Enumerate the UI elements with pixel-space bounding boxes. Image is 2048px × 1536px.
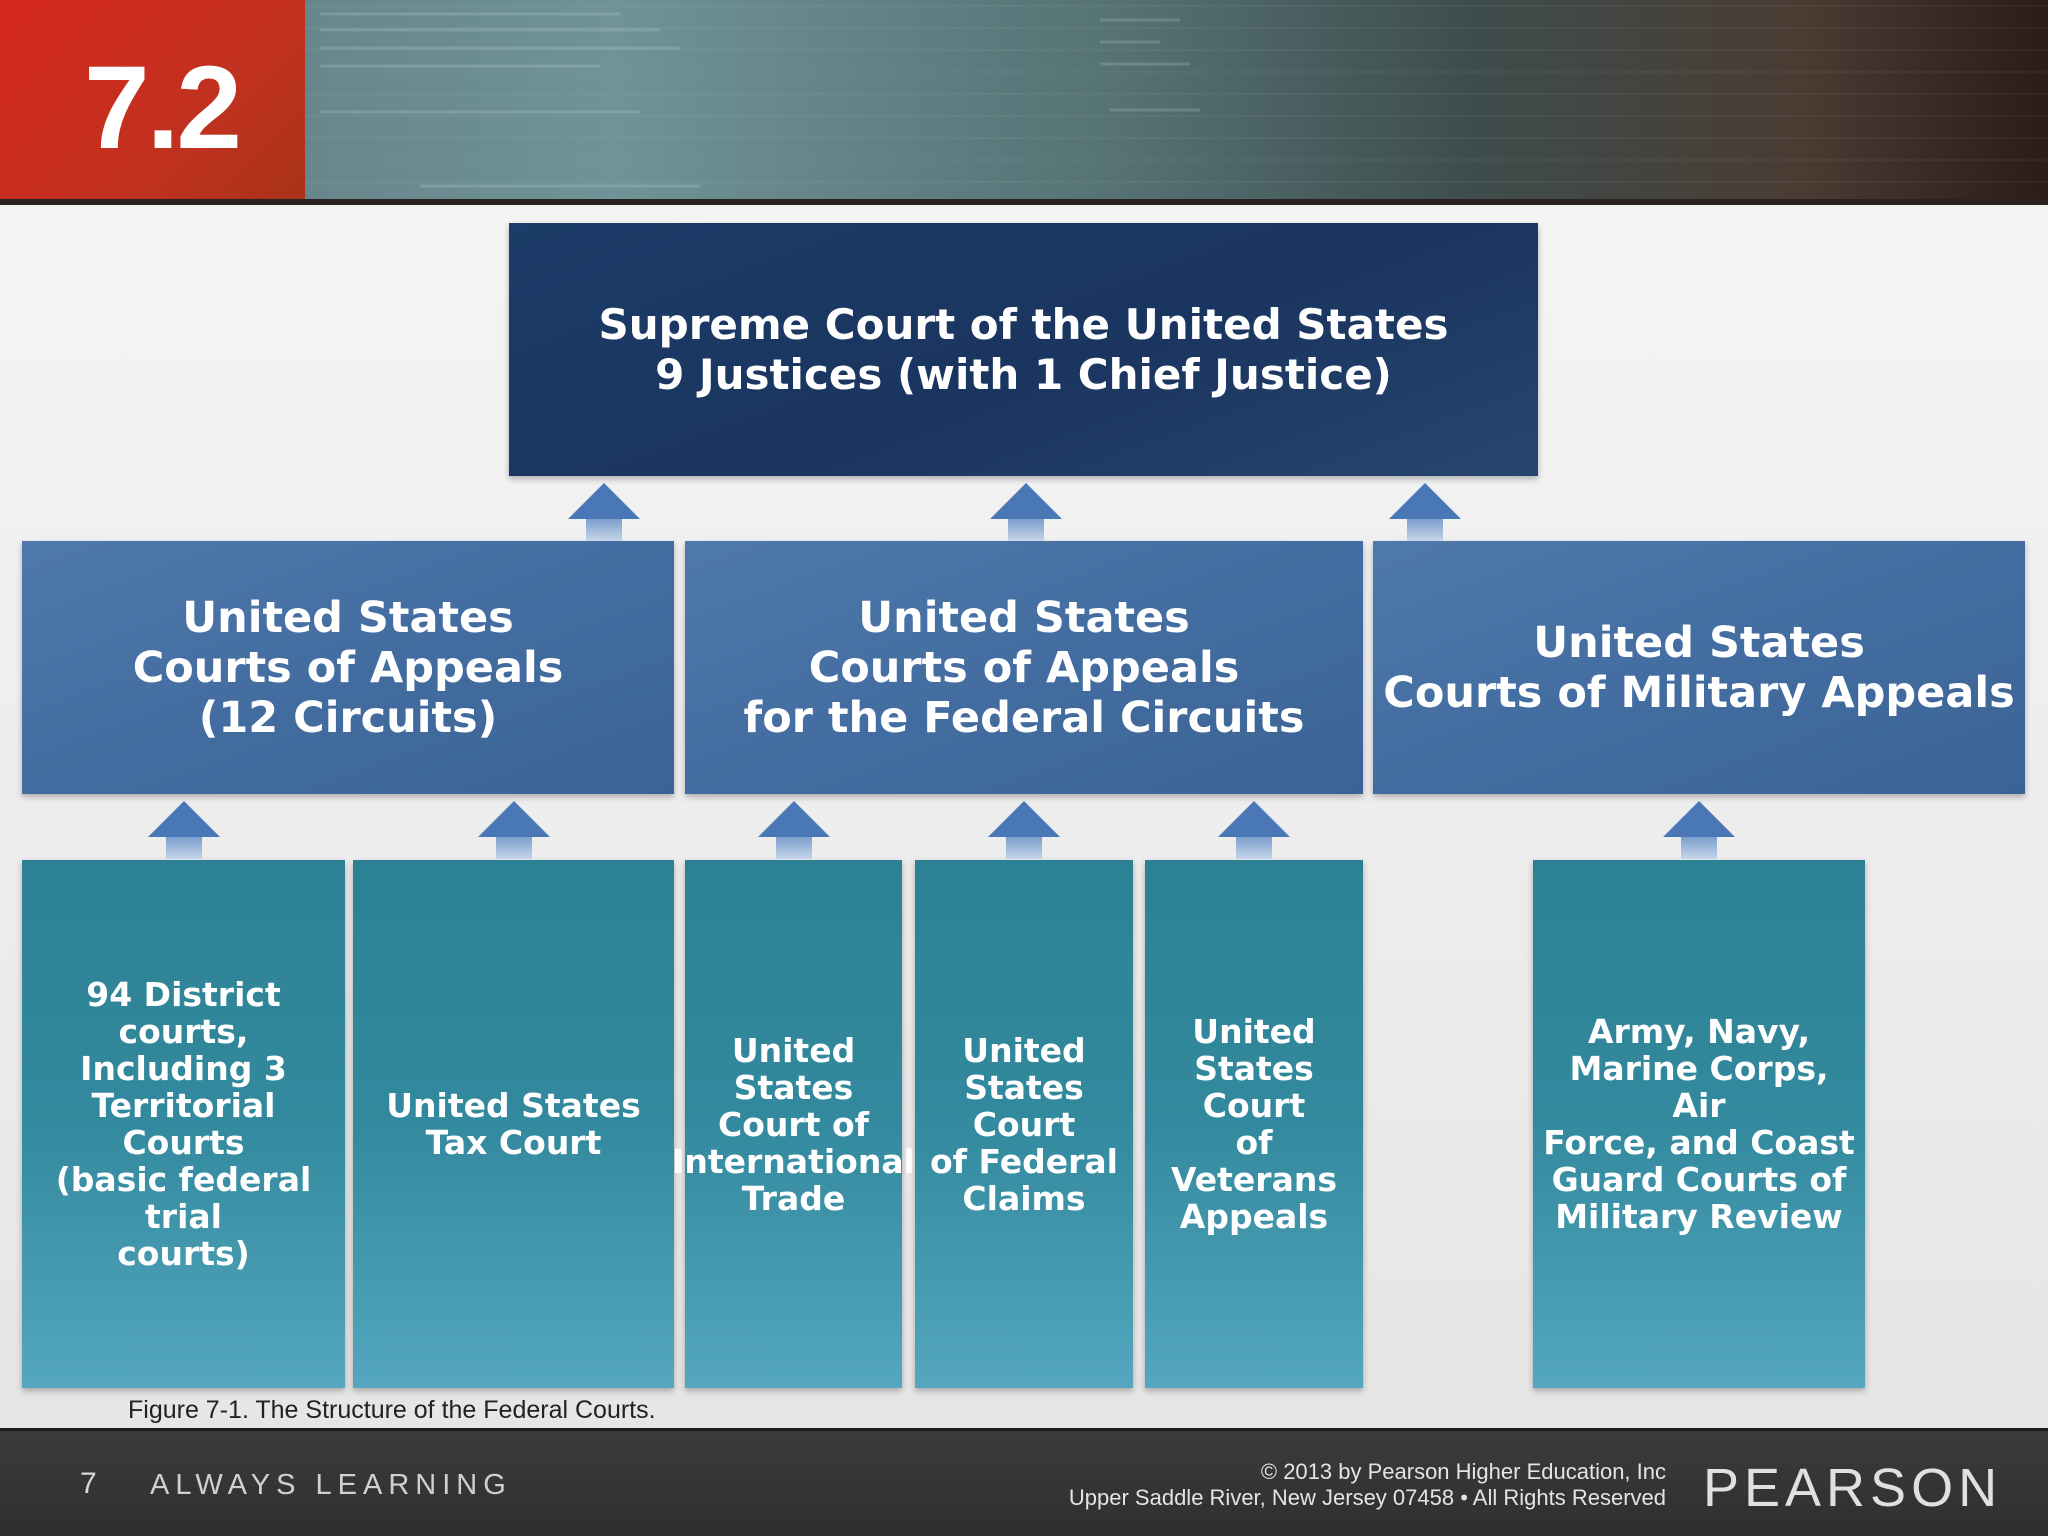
slide-footer: 7 ALWAYS LEARNING © 2013 by Pearson High… <box>0 1428 2048 1536</box>
arrow-up-icon <box>990 483 1062 519</box>
arrow-claims-to-appeals-federal <box>988 801 1060 859</box>
bottom-box-claims-label: United States Court of Federal Claims <box>930 1030 1118 1218</box>
arrow-shaft <box>1407 519 1443 541</box>
arrow-shaft <box>1006 837 1042 859</box>
middle-box-military-appeals-label: United States Courts of Military Appeals <box>1383 617 2015 718</box>
arrow-shaft <box>1681 837 1717 859</box>
arrow-district-to-appeals-12 <box>147 801 220 859</box>
arrow-shaft <box>775 837 812 859</box>
page-number: 7 <box>80 1467 97 1500</box>
bottom-box-district-label: 94 District courts, Including 3 Territor… <box>55 975 312 1273</box>
middle-box-appeals-federal: United States Courts of Appeals for the … <box>685 541 1363 794</box>
arrow-military-appeals-to-supreme-court <box>1389 483 1461 541</box>
supreme-court-box-label: Supreme Court of the United States 9 Jus… <box>598 299 1449 399</box>
section-number-box: 7.2 <box>0 0 305 205</box>
arrow-appeals-federal-to-supreme-court <box>990 483 1062 541</box>
bottom-box-veterans-label: United States Court of Veterans Appeals <box>1171 1012 1337 1236</box>
bottom-box-military-review: Army, Navy, Marine Corps, Air Force, and… <box>1533 860 1865 1388</box>
copyright-line-2: Upper Saddle River, New Jersey 07458 • A… <box>1068 1485 1666 1510</box>
arrow-up-icon <box>988 801 1060 837</box>
arrow-trade-to-appeals-federal <box>757 801 830 859</box>
bottom-box-tax-label: United States Tax Court <box>386 1086 641 1162</box>
arrow-shaft <box>1236 837 1272 859</box>
arrow-appeals-12-to-supreme-court <box>568 483 640 541</box>
middle-box-appeals-12-label: United States Courts of Appeals (12 Circ… <box>132 592 564 743</box>
arrow-shaft <box>165 837 202 859</box>
footer-tagline: ALWAYS LEARNING <box>150 1469 512 1501</box>
arrow-veterans-to-appeals-federal <box>1218 801 1290 859</box>
bottom-box-district: 94 District courts, Including 3 Territor… <box>22 860 345 1388</box>
bottom-box-veterans: United States Court of Veterans Appeals <box>1145 860 1363 1388</box>
copyright-notice: © 2013 by Pearson Higher Education, Inc … <box>1069 1459 1666 1511</box>
arrow-up-icon <box>568 483 640 519</box>
arrow-shaft <box>495 837 532 859</box>
slide-header: 7.2 <box>0 0 2048 205</box>
bottom-box-tax: United States Tax Court <box>353 860 674 1388</box>
middle-box-military-appeals: United States Courts of Military Appeals <box>1373 541 2025 794</box>
arrow-tax-to-appeals-12 <box>477 801 550 859</box>
bottom-box-trade-label: United States Court of International Tra… <box>672 1030 915 1218</box>
arrow-up-icon <box>757 801 830 837</box>
header-background-texture <box>320 12 1200 188</box>
arrow-shaft <box>1008 519 1044 541</box>
publisher-logo: PEARSON <box>1703 1458 2003 1518</box>
arrow-up-icon <box>147 801 220 837</box>
middle-box-appeals-federal-label: United States Courts of Appeals for the … <box>743 592 1305 743</box>
copyright-line-1: © 2013 by Pearson Higher Education, Inc <box>1260 1459 1666 1484</box>
arrow-shaft <box>586 519 622 541</box>
bottom-box-claims: United States Court of Federal Claims <box>915 860 1133 1388</box>
supreme-court-box: Supreme Court of the United States 9 Jus… <box>509 223 1538 476</box>
arrow-up-icon <box>1663 801 1735 837</box>
arrow-up-icon <box>477 801 550 837</box>
arrow-military-review-to-military-appeals <box>1663 801 1735 859</box>
section-number: 7.2 <box>84 42 242 174</box>
middle-box-appeals-12: United States Courts of Appeals (12 Circ… <box>22 541 674 794</box>
arrow-up-icon <box>1389 483 1461 519</box>
bottom-box-trade: United States Court of International Tra… <box>672 860 915 1388</box>
arrow-up-icon <box>1218 801 1290 837</box>
figure-caption: Figure 7-1. The Structure of the Federal… <box>128 1396 656 1424</box>
bottom-box-military-review-label: Army, Navy, Marine Corps, Air Force, and… <box>1543 1012 1855 1236</box>
